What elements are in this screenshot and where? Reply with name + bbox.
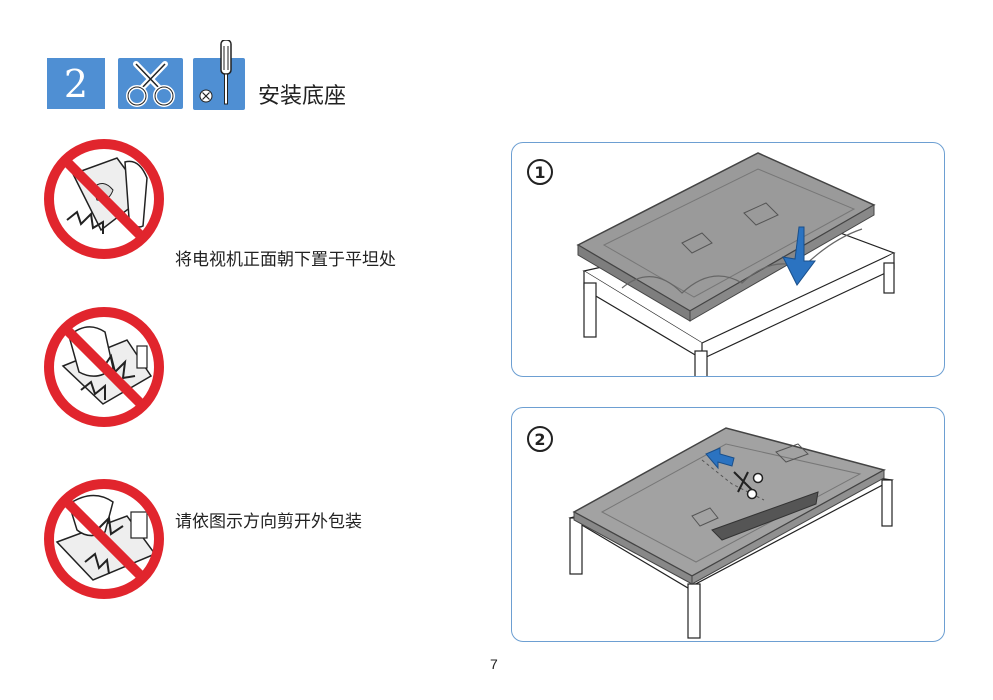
scissors-icon [118,58,183,109]
down-arrow-icon [782,226,816,286]
no-kick-icon [43,306,165,428]
page-title: 安装底座 [258,84,347,109]
screwdriver-icon [193,39,245,110]
scissors-cut-icon [733,471,764,500]
panel-step-marker-1: 1 [527,159,553,185]
panel-step-marker-2: 2 [527,426,553,452]
tv-illustration-1 [576,152,876,322]
panel-step-number-1: 1 [534,163,545,182]
illustration-panel-1: 1 [511,142,945,377]
step-number-badge: 2 [47,58,105,109]
illustration-panel-2: 2 [511,407,945,642]
step-number: 2 [63,61,89,106]
panel-step-number-2: 2 [534,430,545,449]
tv-illustration-2 [572,427,886,585]
no-cut-icon [43,478,165,600]
instruction-text-1: 将电视机正面朝下置于平坦处 [175,250,396,270]
no-impact-icon [43,138,165,260]
instruction-text-3: 请依图示方向剪开外包装 [175,512,362,532]
left-arrow-icon [705,447,735,470]
page-number: 7 [490,656,498,672]
